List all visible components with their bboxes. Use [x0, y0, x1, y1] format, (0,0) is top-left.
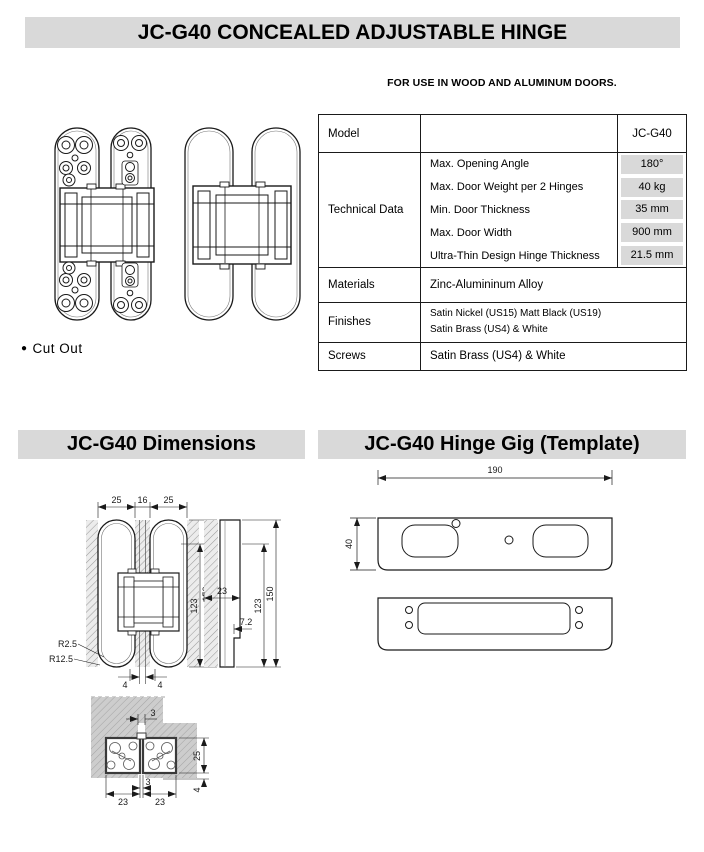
dim-label-template-height: 40 [344, 539, 354, 549]
dim-label-front-right-width: 25 [163, 495, 173, 505]
technical-label: Technical Data [318, 152, 421, 268]
spec-row-screws: Screws Satin Brass (US4) & White [318, 341, 687, 371]
dim-label-offset-left: 4 [122, 680, 127, 690]
tech-item-label: Ultra-Thin Design Hinge Thickness [430, 249, 600, 262]
tech-item-label: Max. Door Weight per 2 Hinges [430, 181, 584, 194]
dim-label-side-depth: 23 [217, 586, 227, 596]
tech-item-value: 35 mm [621, 200, 683, 220]
finishes-label: Finishes [318, 301, 421, 343]
cut-out-label: ● Cut Out [21, 341, 83, 356]
screws-label: Screws [318, 341, 421, 371]
template-height-dim [350, 517, 376, 571]
hinge-mechanism-section-icon [106, 741, 176, 770]
screw-hole-icon [405, 621, 413, 629]
dim-label-side-lip: 7.2 [240, 617, 253, 627]
spec-table: Model JC-G40 Technical Data Max. Opening… [318, 114, 687, 371]
template-figure-svg: 190 40 [344, 465, 613, 651]
tech-item-label: Max. Opening Angle [430, 158, 530, 171]
dim-label-side-outer-height: 150 [265, 586, 275, 601]
tech-item-value: 40 kg [621, 177, 683, 197]
screw-holes-icon [57, 136, 93, 312]
dim-label-section-slot: 3 [150, 708, 155, 718]
cut-out-text: Cut Out [32, 341, 83, 356]
dim-label-radius-outer: R12.5 [49, 654, 73, 664]
hinge-illustration-svg [54, 127, 301, 321]
section-header-dimensions: JC-G40 Dimensions [18, 430, 305, 459]
dim-label-section-leaf-right: 23 [155, 797, 165, 807]
spec-row-finishes: Finishes Satin Nickel (US15) Matt Black … [318, 301, 687, 343]
finishes-line1: Satin Nickel (US15) Matt Black (US19) [430, 308, 602, 320]
finishes-value: Satin Nickel (US15) Matt Black (US19) Sa… [420, 301, 687, 343]
bullet-icon: ● [21, 343, 28, 354]
product-subtitle: FOR USE IN WOOD AND ALUMINUM DOORS. [387, 77, 617, 89]
hinge-side-dimension-view: 23 7.2 123 150 [203, 519, 281, 668]
dim-label-radius-inner: R2.5 [58, 639, 77, 649]
hinge-front-dimension-view: 25 16 25 123 150 R2.5 R12.5 [49, 495, 217, 690]
screw-holes-icon [113, 135, 147, 313]
dim-label-offset-right: 4 [157, 680, 162, 690]
dimensions-figure-svg: 25 16 25 123 150 R2.5 R12.5 [49, 495, 281, 807]
template-top-plate [377, 517, 613, 571]
screw-hole-icon [575, 606, 583, 614]
hinge-section-view: 3 25 4 23 3 23 [91, 696, 209, 807]
model-value: JC-G40 [617, 114, 687, 153]
dim-label-template-width: 190 [487, 465, 502, 475]
spec-row-materials: Materials Zinc-Alumininum Alloy [318, 266, 687, 303]
template-bottom-plate [377, 597, 613, 651]
materials-value: Zinc-Alumininum Alloy [420, 266, 687, 303]
materials-label: Materials [318, 266, 421, 303]
dim-label-side-inner-height: 123 [253, 598, 263, 613]
dim-label-section-gap: 3 [145, 777, 150, 787]
dim-label-section-leaf-left: 23 [118, 797, 128, 807]
tech-item-label: Min. Door Thickness [430, 203, 531, 216]
dim-label-front-inner-height: 123 [189, 598, 199, 613]
technical-item-labels: Max. Opening Angle Max. Door Weight per … [420, 152, 618, 268]
hinge-front-open-drawing [54, 127, 155, 321]
screw-hole-icon [575, 621, 583, 629]
model-empty-cell [420, 114, 618, 153]
dim-label-section-height: 25 [192, 751, 202, 761]
tech-item-value: 180° [621, 154, 683, 174]
finishes-line2: Satin Brass (US4) & White [430, 324, 548, 336]
screws-value: Satin Brass (US4) & White [420, 341, 687, 371]
hinge-front-closed-drawing [184, 127, 301, 321]
spec-row-model: Model JC-G40 [318, 114, 687, 153]
section-header-template: JC-G40 Hinge Gig (Template) [318, 430, 686, 459]
page-title: JC-G40 CONCEALED ADJUSTABLE HINGE [25, 17, 680, 48]
dim-label-section-offset: 4 [192, 787, 202, 792]
model-label: Model [318, 114, 421, 153]
technical-item-values: 180° 40 kg 35 mm 900 mm 21.5 mm [617, 152, 687, 268]
tech-item-value: 21.5 mm [621, 246, 683, 266]
dim-label-front-gap-width: 16 [137, 495, 147, 505]
pilot-hole-icon [504, 535, 514, 545]
dim-label-front-left-width: 25 [111, 495, 121, 505]
tech-item-label: Max. Door Width [430, 226, 512, 239]
spec-row-technical: Technical Data Max. Opening Angle Max. D… [318, 152, 687, 268]
screw-hole-icon [405, 606, 413, 614]
tech-item-value: 900 mm [621, 223, 683, 243]
template-width-dim [377, 470, 613, 485]
pilot-hole-icon [451, 519, 461, 528]
